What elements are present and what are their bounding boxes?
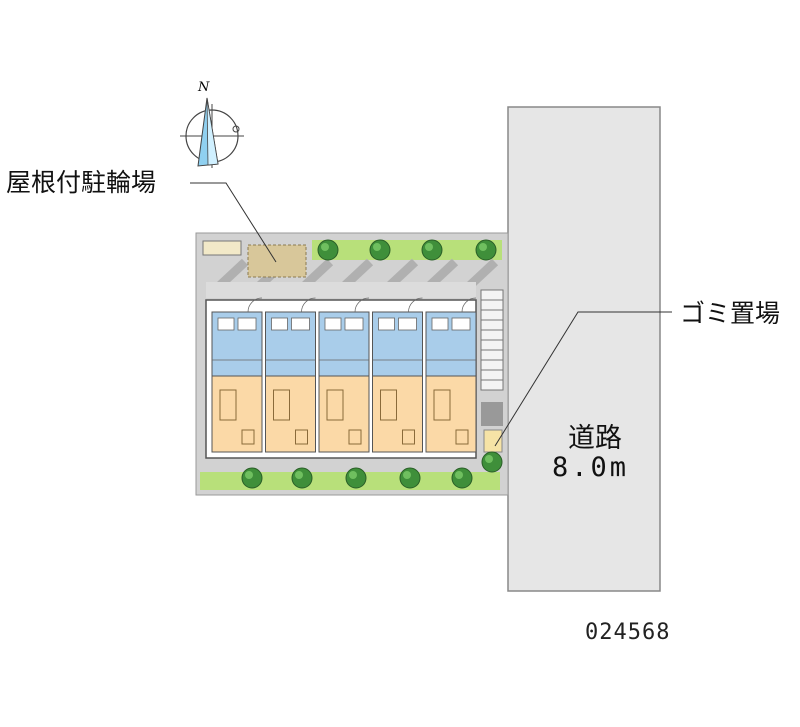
label-road-width: 8.0m: [552, 452, 630, 483]
compass-icon: [180, 97, 244, 168]
tree-icon: [481, 451, 503, 473]
tree-icon: [475, 239, 497, 261]
tree-icon: [241, 467, 263, 489]
walkway: [206, 282, 476, 298]
meter-box: [202, 240, 242, 256]
apartment-units: [211, 297, 477, 453]
unit-2: [265, 297, 316, 453]
property-id: 024568: [585, 620, 671, 645]
garbage-area: [483, 429, 503, 453]
tree-icon: [345, 467, 367, 489]
tree-icon: [399, 467, 421, 489]
leader-line-bike: [190, 182, 277, 263]
leader-line-garbage: [494, 311, 672, 447]
label-road-name: 道路: [568, 423, 622, 454]
bicycle-shelter: [247, 244, 307, 278]
grate: [481, 402, 503, 426]
unit-1: [211, 297, 263, 453]
compass-north-label: N: [198, 80, 210, 95]
label-garbage-area: ゴミ置場: [680, 299, 781, 328]
label-covered-bicycle-parking: 屋根付駐輪場: [6, 168, 157, 197]
unit-3: [318, 297, 370, 453]
stairs: [480, 289, 504, 391]
tree-icon: [421, 239, 443, 261]
tree-icon: [291, 467, 313, 489]
trees: [241, 239, 503, 489]
tree-icon: [369, 239, 391, 261]
tree-icon: [317, 239, 339, 261]
greenery-top: [312, 240, 502, 260]
unit-4: [372, 297, 423, 453]
unit-5: [425, 297, 477, 453]
road: [507, 106, 661, 592]
tree-icon: [451, 467, 473, 489]
